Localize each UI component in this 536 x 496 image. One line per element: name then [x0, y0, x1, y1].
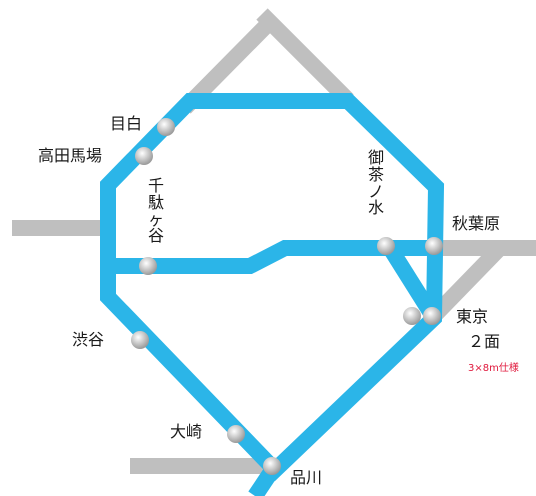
- station-markers: [131, 118, 443, 475]
- station-marker-ochanomizu: [377, 237, 395, 255]
- station-marker-mejiro: [157, 118, 175, 136]
- ochanomizu-tokyo-link: [383, 243, 441, 323]
- station-marker-osaki: [227, 425, 245, 443]
- station-label-osaki: 大崎: [170, 422, 203, 441]
- station-marker-tokyo-a: [403, 307, 421, 325]
- station-label-akihabara: 秋葉原: [452, 214, 501, 233]
- station-marker-sendagaya: [139, 257, 157, 275]
- station-label-mejiro: 目白: [110, 114, 143, 133]
- station-marker-shibuya: [131, 331, 149, 349]
- station-label-tokyo: 東京: [456, 307, 489, 326]
- blue-lines: [100, 93, 445, 496]
- station-label-takadanobaba: 高田馬場: [38, 146, 103, 165]
- station-label-ochanomizu: 御茶ノ水: [368, 148, 385, 218]
- station-label-sendagaya: 千駄ヶ谷: [148, 176, 165, 246]
- other-lines: [12, 8, 536, 474]
- chuo-line: [108, 240, 434, 274]
- station-label-shibuya: 渋谷: [72, 330, 105, 349]
- station-marker-takadanobaba: [135, 147, 153, 165]
- other-line-northeast: [426, 242, 506, 324]
- ochanomizu-text: 御茶ノ水: [368, 148, 385, 218]
- tokyo-faces-label: ２面: [468, 332, 501, 351]
- loop-line: [100, 93, 445, 482]
- tokyo-spec-note: 3×8m仕様: [468, 363, 519, 374]
- station-marker-akihabara: [425, 237, 443, 255]
- station-marker-shinagawa: [263, 457, 281, 475]
- station-marker-tokyo-b: [423, 307, 441, 325]
- sendagaya-text: 千駄ヶ谷: [148, 176, 165, 246]
- station-label-shinagawa: 品川: [290, 468, 323, 487]
- other-line-north-right: [256, 8, 354, 106]
